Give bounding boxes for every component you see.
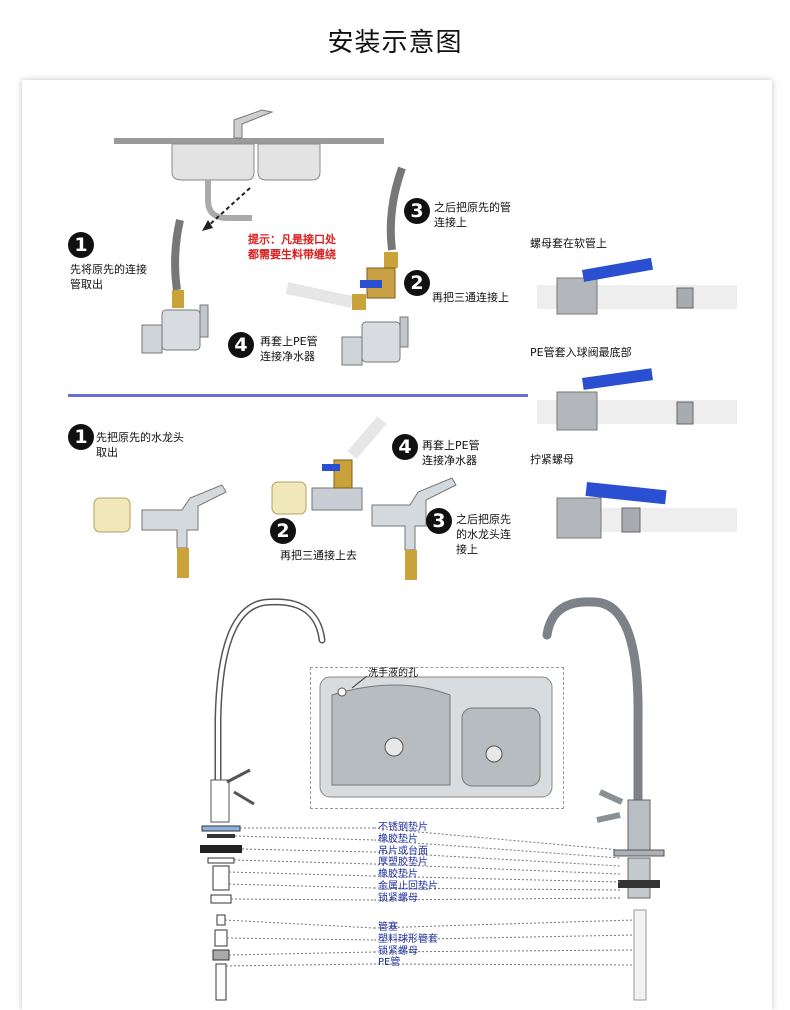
part-lock-nut: [210, 894, 232, 904]
valve-photo-3: [556, 482, 737, 539]
faucet-right-flange: [613, 849, 665, 857]
part-label: 不锈钢垫片: [378, 822, 428, 833]
sink-basin-right: [257, 143, 321, 181]
sink-drain-large: [384, 737, 404, 757]
part-label: 厚塑胶垫片: [378, 857, 428, 869]
part-label: 管塞: [378, 922, 398, 933]
dashed-arrow: [207, 187, 251, 227]
page-title: 安装示意图: [327, 28, 463, 58]
drain-pipe: [205, 180, 252, 221]
s2-step-badge-1: 1: [68, 424, 94, 450]
pipe-plug: [93, 497, 131, 533]
part-lock-nut-2: [212, 949, 230, 961]
part-label: 塑料球形管套: [378, 933, 438, 945]
part-label: 锁紧螺母: [378, 892, 418, 904]
pe-tube-right: [347, 416, 387, 459]
photo-caption-3: 拧紧螺母: [530, 453, 574, 466]
s2-step2-text: 再把三通接上去: [280, 549, 357, 562]
part-label: 橡胶垫片: [378, 833, 418, 845]
drinking-faucet-right: [542, 597, 643, 805]
angle-valve-left: [161, 309, 201, 351]
angle-valve-right: [361, 321, 401, 363]
parts-list-lower: 管塞 塑料球形管套 锁紧螺母 PE管: [378, 922, 438, 969]
faucet-left-body: [210, 779, 230, 823]
section-divider: [68, 394, 528, 397]
part-label: 锁紧螺母: [378, 945, 418, 957]
part-label: PE管: [378, 957, 401, 969]
hose-nut-left: [172, 290, 184, 308]
faucet-right-shank: [627, 857, 651, 899]
s1-step2-text: 再把三通连接上: [432, 291, 509, 304]
s2-step-badge-4: 4: [392, 434, 418, 460]
angle-valve-right-base: [341, 336, 363, 366]
sink-basin-left: [171, 143, 255, 181]
step-badge-4: 4: [228, 332, 254, 358]
kitchen-faucet: [233, 109, 274, 139]
tee-connector-right: [311, 487, 363, 511]
step-badge-1: 1: [68, 232, 94, 258]
part-label: 吊片或台面: [378, 845, 428, 857]
angle-valve-right-handle: [399, 316, 409, 348]
water-tap-left: [141, 484, 227, 549]
soap-hole: [337, 687, 347, 697]
step-badge-2: 2: [404, 270, 430, 296]
install-diagram-card: 螺母套在软管上 PE管套入球阀最底部 拧紧螺母 1 先将原先的连接 管取出 提示…: [22, 80, 772, 1010]
sink-top-basin-large: [331, 684, 451, 786]
sink-top-basin-small: [461, 707, 541, 787]
photo-caption-1: 螺母套在软管上: [530, 237, 607, 250]
step-badge-3: 3: [404, 198, 430, 224]
faucet-left-lever: [226, 768, 255, 806]
arrow-head-icon: [202, 220, 213, 231]
part-shank: [212, 865, 230, 891]
pe-tube: [285, 282, 354, 308]
part-pe-tube: [215, 963, 227, 1001]
angle-valve-left-handle: [199, 304, 209, 338]
tee-valve-handle: [322, 464, 340, 471]
hose-left: [171, 219, 184, 291]
faucet-right-body: [627, 799, 651, 851]
s2-step4-text: 再套上PE管 连接净水器: [422, 439, 480, 467]
sink-dashed-frame: [310, 667, 564, 809]
part-steel-washer: [201, 825, 241, 832]
s2-step3-text: 之后把原先 的水龙头连 接上: [456, 513, 511, 556]
part-plastic-washer: [207, 857, 235, 864]
s2-step-badge-2: 2: [270, 518, 296, 544]
s2-step-badge-3: 3: [426, 508, 452, 534]
s1-step4-text: 再套上PE管 连接净水器: [260, 335, 318, 363]
part-label: 金属止回垫片: [378, 880, 438, 892]
pe-nut: [352, 294, 366, 310]
install-illustrations: [93, 109, 737, 1001]
faucet-right-pe-tube: [633, 909, 647, 1001]
valve-photo-1: [537, 257, 737, 315]
part-rubber-washer: [207, 834, 235, 838]
sink-drain-small: [485, 745, 503, 763]
photo-caption-2: PE管套入球阀最底部: [530, 346, 632, 359]
tap-right-threads: [405, 550, 417, 580]
s1-step1-text: 先将原先的连接 管取出: [70, 263, 147, 291]
hose-right: [386, 166, 406, 251]
hose-nut-right: [384, 252, 398, 268]
part-mount: [200, 845, 242, 853]
soap-hole-leader: [351, 675, 368, 689]
part-ferrule: [214, 929, 228, 947]
tee-handle: [360, 280, 382, 288]
valve-photo-2: [537, 368, 737, 431]
s2-step1-text: 先把原先的水龙头 取出: [96, 431, 184, 459]
angle-valve-left-base: [141, 324, 163, 354]
countertop: [114, 138, 384, 144]
part-leader-lines: [224, 827, 635, 967]
soap-hole-label: 洗手液的孔: [368, 668, 418, 679]
part-plug: [216, 914, 226, 926]
tap-left-threads: [177, 548, 189, 578]
s1-hint-text: 提示：凡是接口处 都需要生料带缠绕: [248, 233, 336, 261]
faucet-right-nut: [618, 880, 660, 888]
pipe-plug-right: [271, 481, 307, 515]
part-label: 橡胶垫片: [378, 869, 418, 881]
faucet-right-lever: [596, 789, 624, 823]
s1-step3-text: 之后把原先的管 连接上: [434, 201, 511, 229]
parts-list-upper: 不锈钢垫片 橡胶垫片 吊片或台面 厚塑胶垫片 橡胶垫片 金属止回垫片 锁紧螺母: [378, 822, 438, 905]
